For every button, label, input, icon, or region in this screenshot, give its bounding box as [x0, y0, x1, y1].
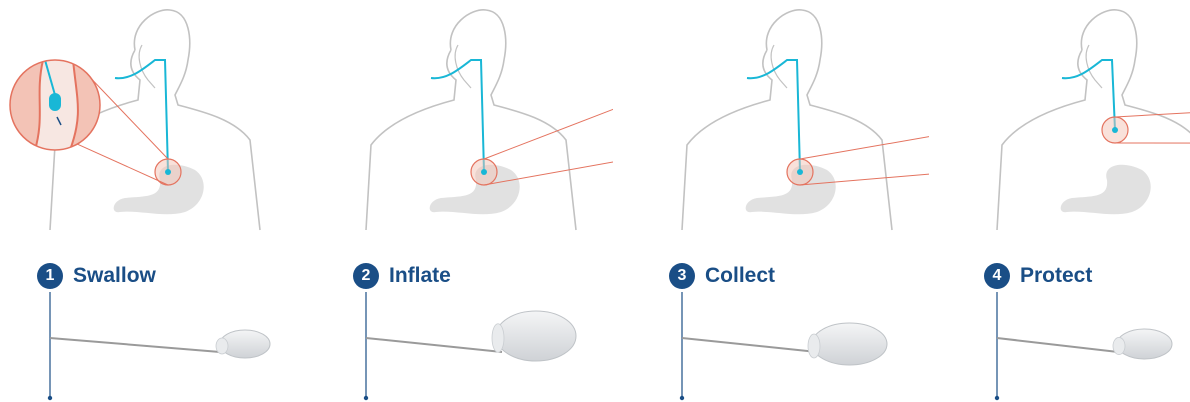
catheter-line: [115, 60, 168, 172]
step-illustration: [316, 0, 613, 402]
step-label: 2 Inflate: [353, 263, 451, 289]
zoom-detail: [10, 60, 100, 150]
step-title: Swallow: [73, 264, 156, 288]
step-label: 1 Swallow: [37, 263, 156, 289]
probe-collar: [216, 338, 228, 354]
step-illustration: [632, 0, 929, 402]
capsule-dot: [481, 169, 487, 175]
step-illustration: [947, 0, 1190, 402]
probe-wire: [50, 338, 220, 352]
catheter-line: [747, 60, 800, 172]
probe-collar: [808, 334, 820, 358]
capsule-dot: [1112, 127, 1118, 133]
stomach-shape: [1061, 165, 1151, 214]
step-number-badge: 3: [669, 263, 695, 289]
probe-collar: [1113, 337, 1125, 354]
step-number-badge: 4: [984, 263, 1010, 289]
zoom-connector-bottom: [1115, 143, 1190, 144]
step-illustration: [0, 0, 297, 402]
capsule-dot: [797, 169, 803, 175]
probe-balloon: [496, 311, 576, 361]
step-label: 3 Collect: [669, 263, 775, 289]
zoom-connector-bottom: [78, 144, 169, 185]
capsule-dot: [165, 169, 171, 175]
probe-balloon: [812, 323, 887, 365]
step-number-badge: 1: [37, 263, 63, 289]
probe-collar: [492, 324, 504, 353]
probe-wire: [997, 338, 1118, 352]
step-title: Protect: [1020, 264, 1092, 288]
timeline-end-dot: [680, 396, 684, 400]
step-panel-inflate: 2 Inflate: [316, 0, 613, 402]
step-title: Collect: [705, 264, 775, 288]
step-number-badge: 2: [353, 263, 379, 289]
catheter-line: [431, 60, 484, 172]
step-title: Inflate: [389, 264, 451, 288]
probe-wire: [366, 338, 502, 352]
step-label: 4 Protect: [984, 263, 1092, 289]
zoom-connector-top: [1115, 69, 1190, 117]
step-panel-collect: 3 Collect: [632, 0, 929, 402]
capsule: [49, 93, 61, 111]
timeline-end-dot: [364, 396, 368, 400]
zoom-connector-top: [484, 69, 613, 159]
timeline-end-dot: [48, 396, 52, 400]
timeline-end-dot: [995, 396, 999, 400]
step-panel-protect: 4 Protect: [947, 0, 1190, 402]
step-panel-swallow: 1 Swallow: [0, 0, 297, 402]
zoom-connector-top: [800, 64, 929, 159]
probe-wire: [682, 338, 817, 352]
